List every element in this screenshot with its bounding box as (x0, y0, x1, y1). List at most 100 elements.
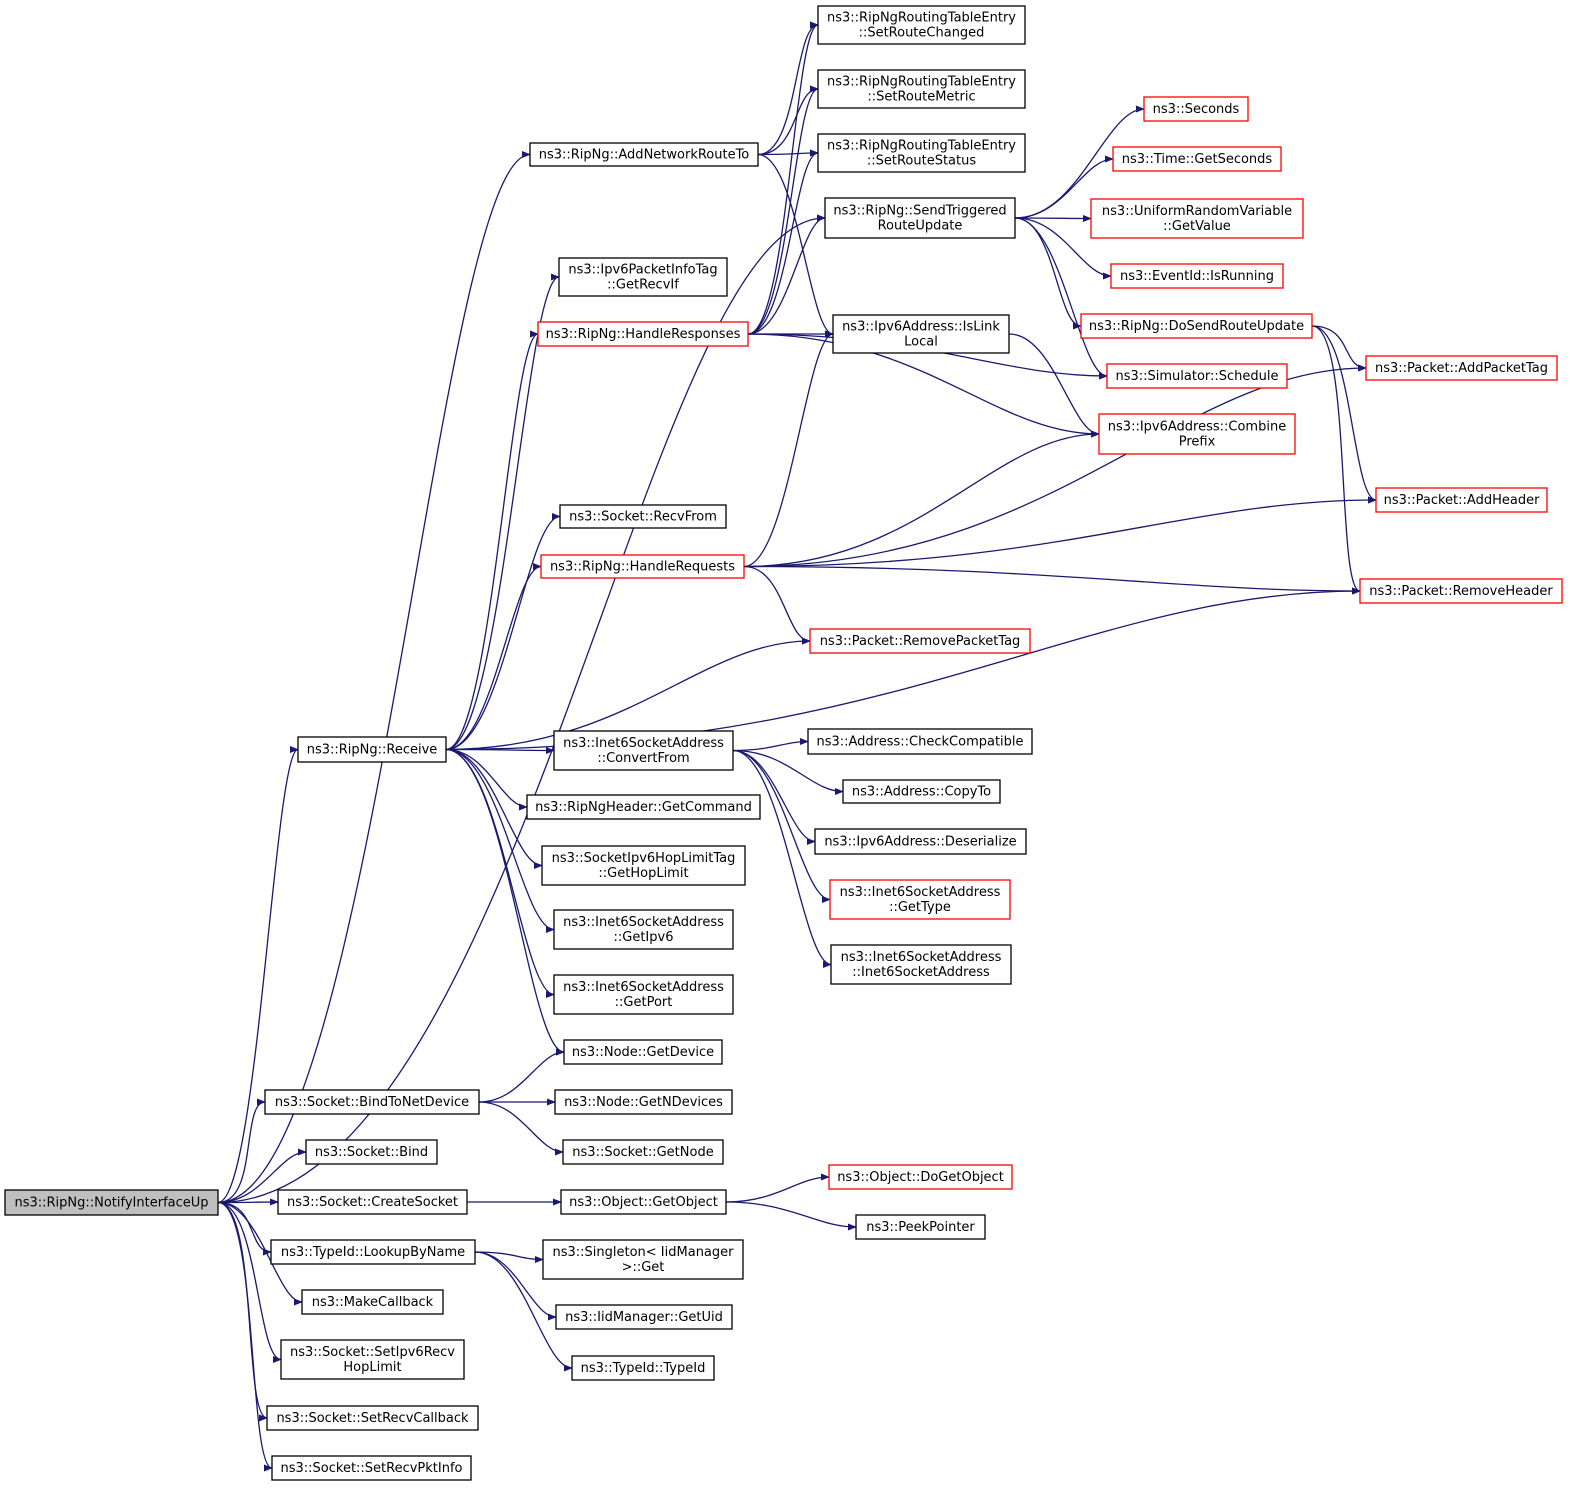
node-getcmd[interactable]: ns3::RipNgHeader::GetCommand (526, 794, 761, 820)
node-box (541, 845, 746, 886)
edge-handlereq-to-addtag (743, 364, 1367, 568)
edge-root-to-lookup (217, 1201, 272, 1256)
node-dosend[interactable]: ns3::RipNg::DoSendRouteUpdate (1080, 313, 1313, 339)
node-box (529, 142, 759, 167)
node-box (817, 133, 1026, 173)
node-getobj[interactable]: ns3::Object::GetObject (560, 1189, 727, 1215)
node-label: ns3::RipNgRoutingTableEntry (827, 11, 1016, 26)
node-seconds[interactable]: ns3::Seconds (1143, 96, 1249, 122)
edge-convfrom-to-copyto (732, 749, 844, 796)
edge-root-to-bindnd (217, 1098, 266, 1204)
node-box (842, 779, 1001, 804)
node-getrecvif[interactable]: ns3::Ipv6PacketInfoTag::GetRecvIf (558, 257, 728, 297)
node-label: ::GetRecvIf (607, 278, 679, 293)
node-label: ns3::RipNgHeader::GetCommand (535, 800, 752, 815)
node-i6ctor[interactable]: ns3::Inet6SocketAddress::Inet6SocketAddr… (830, 944, 1012, 985)
node-addtag[interactable]: ns3::Packet::AddPacketTag (1365, 355, 1558, 381)
node-sched[interactable]: ns3::Simulator::Schedule (1106, 363, 1288, 389)
node-box (832, 314, 1010, 354)
node-handleresp[interactable]: ns3::RipNg::HandleResponses (537, 321, 749, 347)
edges-layer (217, 21, 1377, 1472)
node-isrun[interactable]: ns3::EventId::IsRunning (1110, 263, 1284, 289)
node-setmet[interactable]: ns3::RipNgRoutingTableEntry::SetRouteMet… (817, 69, 1026, 109)
node-label: RouteUpdate (878, 219, 963, 234)
node-box (271, 1455, 472, 1481)
edge-receive-to-convfrom (445, 746, 555, 755)
node-label: ns3::Ipv6Address::Deserialize (824, 835, 1016, 850)
node-receive[interactable]: ns3::RipNg::Receive (297, 736, 447, 763)
node-rmtag[interactable]: ns3::Packet::RemovePacketTag (809, 628, 1031, 654)
node-box (1098, 413, 1296, 455)
edge-convfrom-to-checkcomp (732, 737, 809, 752)
node-label: ns3::Inet6SocketAddress (563, 980, 724, 995)
node-box (855, 1214, 986, 1240)
edge-islink-to-combine (1008, 333, 1100, 438)
node-createsock[interactable]: ns3::Socket::CreateSocket (277, 1189, 468, 1215)
edge-root-to-addnet (217, 150, 531, 1204)
edge-addnet-to-islink (757, 153, 834, 338)
edge-sendtrig-to-getsec (1014, 155, 1114, 219)
node-peekptr[interactable]: ns3::PeekPointer (855, 1214, 986, 1240)
node-getipv6[interactable]: ns3::Inet6SocketAddress::GetIpv6 (553, 909, 734, 950)
node-box (558, 257, 728, 297)
node-box (1112, 146, 1282, 172)
node-handlereq[interactable]: ns3::RipNg::HandleRequests (540, 554, 745, 579)
node-label: ns3::RipNgRoutingTableEntry (827, 139, 1016, 154)
node-recvfrom[interactable]: ns3::Socket::RecvFrom (559, 504, 727, 529)
node-checkcomp[interactable]: ns3::Address::CheckCompatible (807, 728, 1033, 755)
node-box (540, 554, 745, 579)
edge-handlereq-to-islink (743, 330, 834, 568)
edge-addnet-to-setchg (757, 21, 819, 156)
node-setstat[interactable]: ns3::RipNgRoutingTableEntry::SetRouteSta… (817, 133, 1026, 173)
node-box (301, 1289, 444, 1315)
edge-root-to-setpkt (217, 1201, 273, 1472)
node-label: ns3::TypeId::LookupByName (281, 1245, 465, 1260)
edge-bindnd-to-getdev (478, 1048, 565, 1103)
node-urv[interactable]: ns3::UniformRandomVariable::GetValue (1090, 198, 1304, 239)
node-rmhdr[interactable]: ns3::Packet::RemoveHeader (1359, 578, 1563, 604)
node-gettype[interactable]: ns3::Inet6SocketAddress::GetType (829, 879, 1011, 920)
node-makecb[interactable]: ns3::MakeCallback (301, 1289, 444, 1315)
node-convfrom[interactable]: ns3::Inet6SocketAddress::ConvertFrom (553, 730, 734, 771)
node-singleton[interactable]: ns3::Singleton< IidManager>::Get (542, 1239, 744, 1280)
node-getport[interactable]: ns3::Inet6SocketAddress::GetPort (553, 974, 734, 1015)
node-getuid[interactable]: ns3::IidManager::GetUid (555, 1304, 733, 1330)
edge-handlereq-to-rmhdr (743, 565, 1361, 595)
node-label: ::SetRouteChanged (859, 26, 985, 41)
node-getndev[interactable]: ns3::Node::GetNDevices (554, 1089, 733, 1115)
edge-convfrom-to-i6ctor (732, 749, 832, 969)
edge-dosend-to-addhdr (1311, 325, 1377, 504)
node-setrecvcb[interactable]: ns3::Socket::SetRecvCallback (266, 1405, 479, 1431)
node-setpkt[interactable]: ns3::Socket::SetRecvPktInfo (271, 1455, 472, 1481)
node-bind[interactable]: ns3::Socket::Bind (305, 1139, 438, 1165)
node-label: ::GetValue (1163, 219, 1231, 234)
edge-bindnd-to-getnode (478, 1101, 564, 1156)
node-typeid[interactable]: ns3::TypeId::TypeId (571, 1355, 715, 1381)
node-getsec[interactable]: ns3::Time::GetSeconds (1112, 146, 1282, 172)
node-lookup[interactable]: ns3::TypeId::LookupByName (270, 1239, 476, 1265)
node-label: ns3::Time::GetSeconds (1122, 152, 1273, 167)
node-label: ns3::RipNg::HandleRequests (550, 560, 735, 575)
node-copyto[interactable]: ns3::Address::CopyTo (842, 779, 1001, 804)
node-box (814, 828, 1027, 855)
node-label: ns3::Inet6SocketAddress (563, 915, 724, 930)
node-hoplimit[interactable]: ns3::SocketIpv6HopLimitTag::GetHopLimit (541, 845, 746, 886)
node-label: ns3::Socket::SetIpv6Recv (290, 1345, 455, 1360)
node-addhdr[interactable]: ns3::Packet::AddHeader (1375, 487, 1548, 513)
node-dogetobj[interactable]: ns3::Object::DoGetObject (828, 1164, 1013, 1190)
node-bindnd[interactable]: ns3::Socket::BindToNetDevice (264, 1089, 480, 1115)
node-setchg[interactable]: ns3::RipNgRoutingTableEntry::SetRouteCha… (817, 5, 1026, 45)
node-getnode[interactable]: ns3::Socket::GetNode (562, 1139, 724, 1165)
node-label: ::SetRouteStatus (867, 154, 976, 169)
node-box (537, 321, 749, 347)
node-addnet[interactable]: ns3::RipNg::AddNetworkRouteTo (529, 142, 759, 167)
node-label: ns3::Socket::CreateSocket (287, 1195, 458, 1210)
node-box (560, 1189, 727, 1215)
node-getdev[interactable]: ns3::Node::GetDevice (563, 1039, 723, 1065)
node-deser[interactable]: ns3::Ipv6Address::Deserialize (814, 828, 1027, 855)
